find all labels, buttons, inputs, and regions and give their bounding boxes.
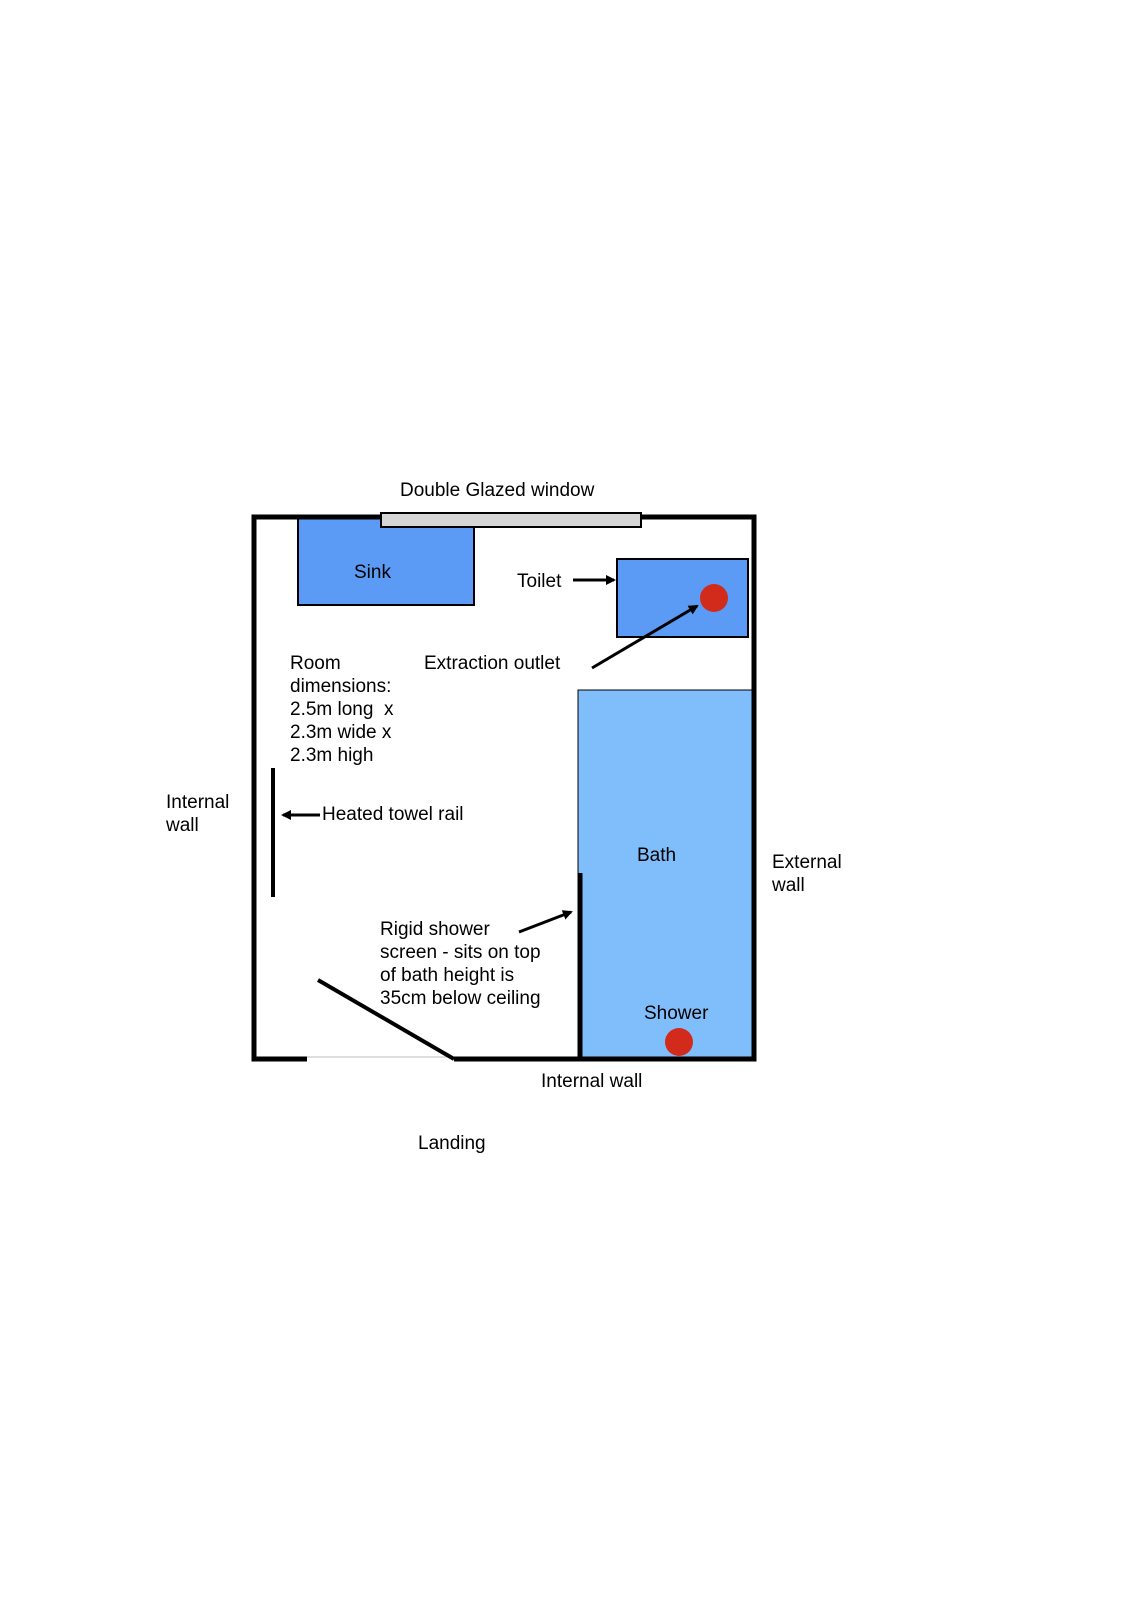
heated-towel-rail-label: Heated towel rail — [322, 804, 464, 825]
sink-unit — [297, 516, 475, 606]
room-dimensions-label: Room dimensions: 2.5m long x 2.3m wide x… — [290, 653, 394, 766]
sink-label: Sink — [354, 562, 391, 583]
right-wall-label: External wall — [772, 852, 842, 896]
double-glazed-window — [380, 512, 642, 528]
shower-screen-label: Rigid shower screen - sits on top of bat… — [380, 919, 541, 1009]
landing-label: Landing — [418, 1133, 486, 1154]
window-label: Double Glazed window — [400, 480, 595, 501]
extraction-outlet-dot — [700, 584, 728, 612]
door — [316, 978, 456, 1061]
bath-unit — [577, 689, 754, 1059]
shower-screen-arrow — [518, 910, 573, 934]
shower-label: Shower — [644, 1003, 709, 1024]
extraction-outlet-arrow — [591, 604, 699, 670]
bath-label: Bath — [637, 845, 677, 866]
toilet-label: Toilet — [517, 571, 562, 592]
extraction-outlet-label: Extraction outlet — [424, 653, 561, 674]
toilet-unit — [616, 558, 749, 638]
shower-outlet-dot — [665, 1028, 693, 1056]
bottom-wall-label: Internal wall — [541, 1071, 643, 1092]
left-wall-label: Internal wall — [166, 792, 230, 836]
